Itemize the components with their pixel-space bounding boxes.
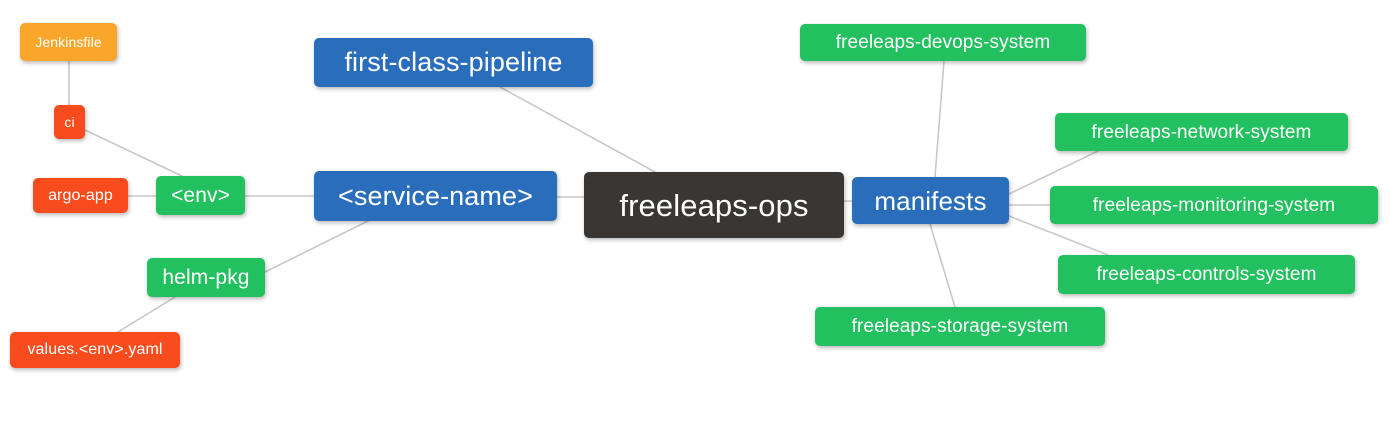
node-label-monitoring-system: freeleaps-monitoring-system: [1092, 194, 1336, 216]
node-label-storage-system: freeleaps-storage-system: [851, 316, 1069, 337]
node-label-controls-system: freeleaps-controls-system: [1096, 264, 1317, 285]
node-label-devops-system: freeleaps-devops-system: [835, 32, 1051, 53]
node-label-freeleaps-ops: freeleaps-ops: [619, 187, 809, 223]
node-first-class-pipeline[interactable]: first-class-pipeline: [314, 38, 593, 87]
node-label-ci: ci: [64, 114, 75, 130]
node-jenkinsfile[interactable]: Jenkinsfile: [20, 23, 117, 61]
node-freeleaps-ops[interactable]: freeleaps-ops: [584, 172, 844, 238]
edge-helm-pkg-to-service-name: [264, 220, 369, 273]
edge-first-class-pipeline-to-freeleaps-ops: [499, 86, 656, 173]
node-label-helm-pkg: helm-pkg: [162, 266, 250, 289]
node-monitoring-system[interactable]: freeleaps-monitoring-system: [1050, 186, 1378, 224]
node-label-service-name: <service-name>: [338, 180, 533, 211]
node-devops-system[interactable]: freeleaps-devops-system: [800, 24, 1086, 61]
node-label-manifests: manifests: [874, 185, 987, 216]
node-label-argo-app: argo-app: [48, 186, 113, 204]
node-network-system[interactable]: freeleaps-network-system: [1055, 113, 1348, 151]
node-ci[interactable]: ci: [54, 105, 85, 139]
edge-manifests-to-storage-system: [929, 223, 956, 308]
node-manifests[interactable]: manifests: [852, 177, 1009, 224]
node-argo-app[interactable]: argo-app: [33, 178, 128, 213]
node-label-env: <env>: [171, 184, 230, 207]
node-label-jenkinsfile: Jenkinsfile: [35, 34, 102, 50]
node-service-name[interactable]: <service-name>: [314, 171, 557, 221]
node-label-values-yaml: values.<env>.yaml: [27, 341, 163, 358]
node-controls-system[interactable]: freeleaps-controls-system: [1058, 255, 1355, 294]
node-label-first-class-pipeline: first-class-pipeline: [344, 47, 563, 77]
node-helm-pkg[interactable]: helm-pkg: [147, 258, 265, 297]
node-values-yaml[interactable]: values.<env>.yaml: [10, 332, 180, 368]
node-storage-system[interactable]: freeleaps-storage-system: [815, 307, 1105, 346]
edge-values-yaml-to-helm-pkg: [117, 296, 176, 333]
node-label-network-system: freeleaps-network-system: [1091, 121, 1312, 143]
edge-manifests-to-devops-system: [934, 60, 945, 178]
node-env[interactable]: <env>: [156, 176, 245, 215]
